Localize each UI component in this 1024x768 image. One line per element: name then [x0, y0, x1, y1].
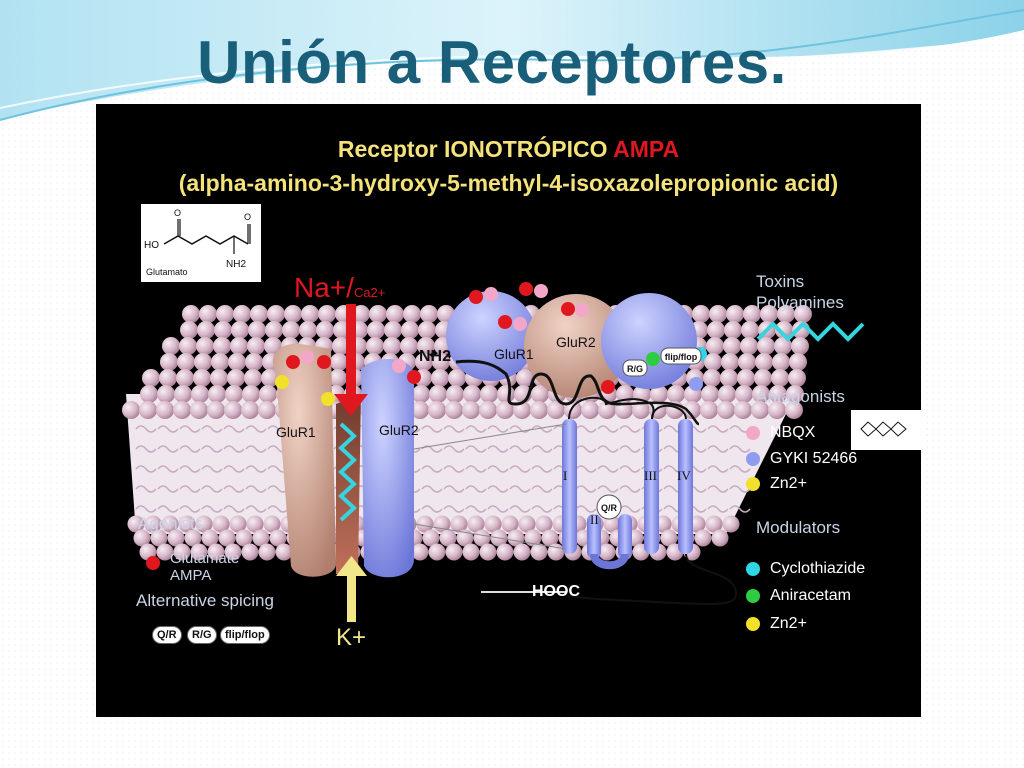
- glutamate-dot: [286, 355, 300, 369]
- nbqx-dot: [575, 303, 589, 317]
- ion-channel-pore: [336, 394, 361, 574]
- tm-helix-II-b: [618, 514, 632, 559]
- splicing-tag-qr: Q/R: [152, 626, 182, 644]
- cyclothiazide-legend-label: Cyclothiazide: [770, 560, 866, 577]
- aniracetam-dot: [646, 352, 660, 366]
- connector-line-a: [413, 423, 567, 450]
- cyclothiazide-legend-dot: [746, 562, 760, 576]
- toxin-zigzag-channel: [338, 422, 357, 522]
- glutamate-dot: [469, 290, 483, 304]
- glutamate-dot: [601, 380, 615, 394]
- domain-label-i: I: [563, 468, 568, 483]
- glutamate-dot: [407, 370, 421, 384]
- ampa-receptor-figure: R/G flip/flop Q/R O O HO NH2 Glutamato R…: [96, 104, 921, 717]
- connector-line-b: [413, 523, 567, 550]
- figure-title-text: Receptor IONOTRÓPICO: [337, 136, 614, 162]
- domain-label-iii: III: [644, 468, 657, 483]
- tm-helix-II-a: [587, 514, 601, 559]
- flipflop-tag: flip/flop: [660, 347, 702, 365]
- zn-mod-legend-dot: [746, 617, 760, 631]
- gyki-legend-label: GYKI 52466: [770, 450, 858, 467]
- zn-antag-legend-dot: [746, 477, 760, 491]
- loop-line-2: [651, 404, 687, 420]
- tm-helix-IV: [678, 419, 693, 554]
- rg-tag: R/G: [622, 359, 648, 377]
- glur2-subunit-upper-left: [446, 291, 536, 381]
- flipflop-tag-label: flip/flop: [665, 352, 698, 362]
- polyamines-label: Polyamines: [756, 293, 844, 312]
- nbqx-dot: [513, 317, 527, 331]
- nbqx-dot: [534, 284, 548, 298]
- glur2-label-upper: GluR2: [556, 334, 596, 350]
- zn-mod-legend-label: Zn2+: [770, 615, 807, 632]
- qr-tag: Q/R: [596, 494, 622, 520]
- agonist-ampa-label: AMPA: [170, 567, 212, 584]
- toxins-label: Toxins: [756, 272, 805, 291]
- agonist-glutamate-label: Glutamate: [170, 550, 240, 567]
- zn-dot: [275, 375, 289, 389]
- glutamate-dot: [498, 315, 512, 329]
- glutamate-dot: [519, 282, 533, 296]
- agonist-legend-dot: [146, 556, 160, 570]
- glur2-subunit-upper-right: [601, 293, 697, 389]
- glur2-subunit-left: [361, 358, 414, 578]
- k-label: K+: [336, 624, 367, 651]
- svg-text:O: O: [244, 212, 251, 222]
- figure-title-line2: (alpha-amino-3-hydroxy-5-methyl-4-isoxaz…: [178, 170, 839, 196]
- glutamate-nh2-label: NH2: [226, 259, 246, 270]
- tm-helix-I: [562, 419, 577, 554]
- glur2-label-left: GluR2: [379, 422, 419, 438]
- alternative-splicing-header: Alternative spicing: [136, 591, 274, 610]
- aniracetam-legend-label: Aniracetam: [770, 587, 851, 604]
- na-ca-arrow-head: [334, 394, 368, 416]
- zn-dot: [321, 392, 335, 406]
- na-ca-label: Na+/Ca2+: [294, 272, 385, 304]
- domain-label-ii: II: [590, 512, 599, 527]
- nbqx-dot: [300, 350, 314, 364]
- glutamate-dot: [317, 355, 331, 369]
- nbqx-legend-dot: [746, 426, 760, 440]
- figure-title-line1: Receptor IONOTRÓPICO AMPA: [96, 136, 921, 163]
- k-arrow-shaft: [347, 574, 356, 622]
- rg-tag-label: R/G: [627, 364, 643, 374]
- svg-text:O: O: [174, 208, 181, 218]
- toxin-zigzag-legend: [756, 321, 865, 342]
- agonists-header: Agonists: [138, 514, 204, 533]
- modulators-header: Modulators: [756, 518, 841, 537]
- qr-tag-label: Q/R: [601, 503, 618, 513]
- antagonists-header: Antagonists: [756, 387, 845, 406]
- glutamate-dot: [561, 302, 575, 316]
- slide-title: Unión a Receptores.: [197, 29, 787, 96]
- nh2-coil: [455, 359, 621, 406]
- nh2-label: NH2: [419, 348, 452, 365]
- splicing-tag-rg: R/G: [187, 626, 217, 644]
- domain-label-iv: IV: [677, 468, 691, 483]
- zn-antag-legend-label: Zn2+: [770, 475, 807, 492]
- figure-title-ampa: AMPA: [613, 136, 680, 162]
- k-arrow-head: [336, 556, 367, 576]
- cterm-line: [567, 553, 738, 605]
- nbqx-dot: [484, 287, 498, 301]
- splicing-tag-flipflop: flip/flop: [220, 626, 270, 644]
- glur1-label-upper: GluR1: [494, 346, 534, 362]
- aniracetam-legend-dot: [746, 589, 760, 603]
- na-ca-arrow-shaft: [346, 304, 356, 399]
- glur1-label-left: GluR1: [276, 424, 316, 440]
- glutamate-ho-label: HO: [144, 240, 159, 251]
- loop-line-1: [620, 401, 700, 426]
- ca-label: Ca2+: [353, 285, 386, 300]
- gyki-legend-dot: [746, 452, 760, 466]
- glutamate-structure-box: [141, 204, 261, 282]
- nbqx-legend-label: NBQX: [770, 424, 816, 441]
- glutamate-box-label: Glutamato: [146, 267, 188, 277]
- receptor-diagram: R/G flip/flop Q/R O O HO NH2 Glutamato: [122, 204, 921, 622]
- nbqx-dot: [392, 359, 406, 373]
- hooc-label: HOOC: [532, 583, 580, 600]
- p-loop: [590, 552, 629, 570]
- tm-helix-III: [644, 419, 659, 554]
- gyki-dot: [689, 377, 703, 391]
- na-label: Na+/: [294, 272, 354, 303]
- glur1-subunit-left: [272, 343, 336, 577]
- glur1-subunit-upper: [524, 294, 628, 398]
